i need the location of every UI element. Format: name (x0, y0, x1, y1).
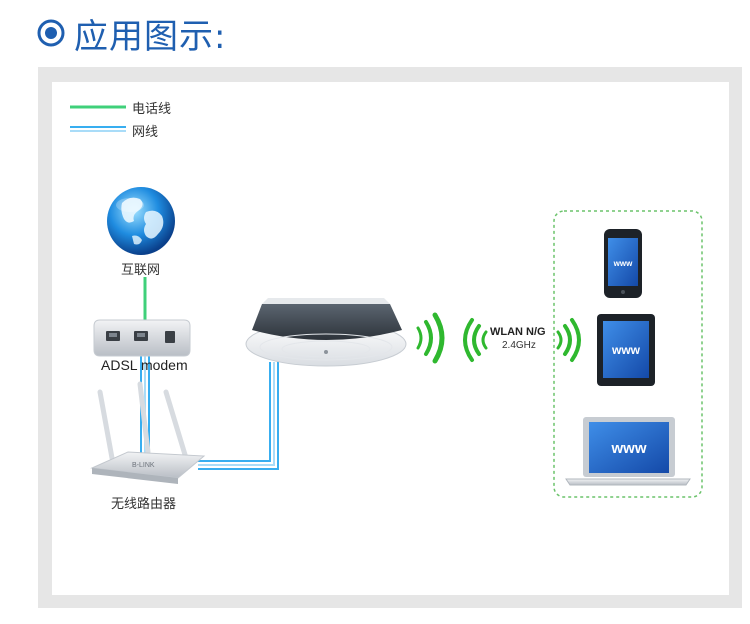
svg-text:B-LINK: B-LINK (132, 462, 155, 469)
device-group-border (553, 210, 703, 498)
access-point-icon (245, 298, 407, 367)
wlan-signal-right-icon (556, 318, 581, 362)
smartphone-icon: www (604, 229, 642, 298)
router-label: 无线路由器 (111, 497, 177, 512)
legend-network-cable-label: 网线 (132, 125, 159, 140)
page-header: 应用图示: (36, 10, 227, 57)
modem-label: ADSL modem (101, 357, 188, 373)
phone-screen-text: www (613, 259, 633, 268)
internet-label: 互联网 (121, 263, 161, 278)
page-title: 应用图示: (74, 16, 227, 57)
legend (70, 105, 126, 132)
wlan-label: WLAN N/G (490, 326, 546, 338)
tablet-icon: www (597, 314, 655, 386)
globe-icon (107, 187, 175, 255)
wlan-signal-left-icon (463, 318, 488, 362)
router-ap-cable (198, 362, 279, 470)
frequency-label: 2.4GHz (502, 340, 536, 351)
tablet-screen-text: www (611, 343, 641, 357)
wifi-signal-icon (416, 312, 445, 364)
laptop-screen-text: www (610, 440, 646, 457)
adsl-modem-icon (93, 319, 191, 357)
laptop-icon: www (565, 417, 691, 486)
target-icon (37, 19, 65, 47)
legend-phone-line-label: 电话线 (132, 102, 172, 117)
wireless-router-icon: B-LINK (90, 381, 206, 484)
